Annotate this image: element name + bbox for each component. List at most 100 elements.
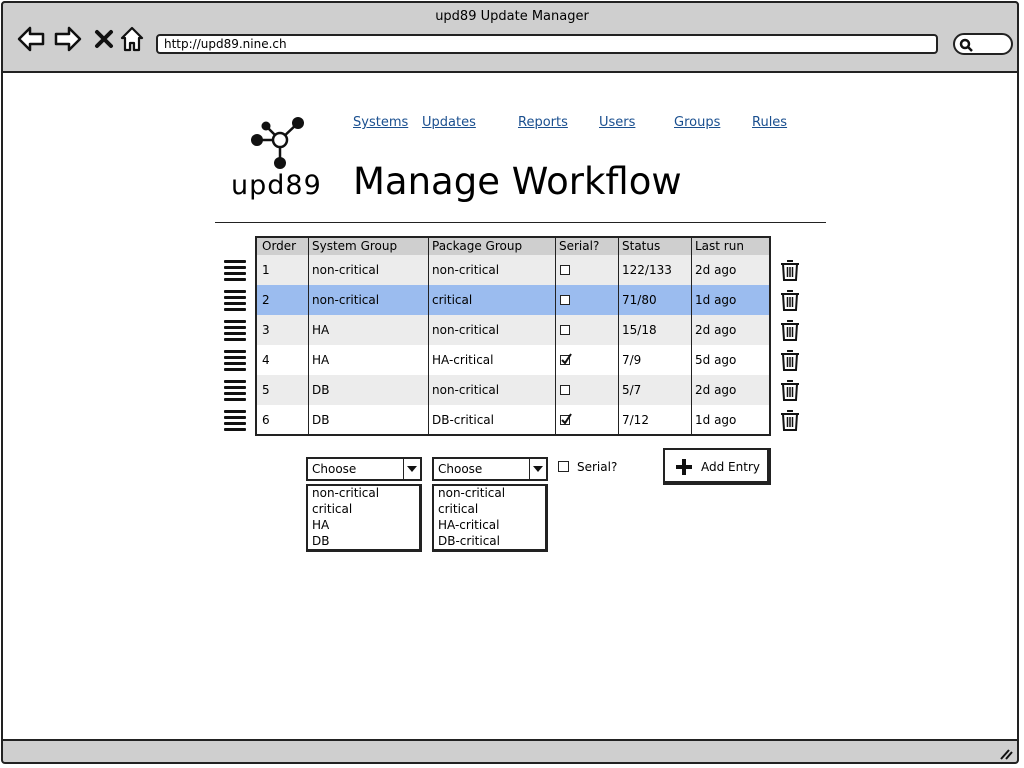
package-group-select-value: Choose	[438, 462, 483, 476]
cell-order: 3	[262, 323, 270, 337]
system-group-option[interactable]: HA	[312, 518, 330, 532]
home-icon[interactable]	[118, 25, 146, 53]
cell-last-run: 2d ago	[695, 263, 737, 277]
serial-row-checkbox[interactable]	[560, 385, 570, 395]
cell-status: 122/133	[622, 263, 672, 277]
url-input[interactable]: http://upd89.nine.ch	[156, 34, 938, 54]
nav-groups[interactable]: Groups	[674, 115, 721, 130]
table-header: Order System Group Package Group Serial?…	[257, 238, 769, 255]
trash-icon[interactable]	[780, 409, 800, 435]
cell-last-run: 5d ago	[695, 353, 737, 367]
system-group-select[interactable]: Choose	[306, 457, 422, 481]
chevron-down-icon[interactable]	[403, 459, 420, 479]
serial-checkbox-label: Serial?	[577, 460, 618, 474]
cell-package-group: DB-critical	[432, 413, 494, 427]
browser-search-input[interactable]	[953, 33, 1013, 55]
column-divider	[555, 238, 556, 434]
system-group-options: non-critical critical HA DB	[306, 484, 422, 552]
trash-icon[interactable]	[780, 379, 800, 405]
add-entry-label: Add Entry	[701, 460, 760, 474]
nav-rules[interactable]: Rules	[752, 115, 788, 130]
nav-updates[interactable]: Updates	[422, 115, 476, 130]
table-row[interactable]: 6 DB DB-critical 7/12 1d ago	[257, 405, 769, 435]
back-icon[interactable]	[17, 25, 45, 53]
column-divider	[618, 238, 619, 434]
nav-systems[interactable]: Systems	[353, 115, 409, 130]
header-divider	[215, 222, 826, 223]
header-last-run[interactable]: Last run	[695, 239, 744, 253]
header-system-group[interactable]: System Group	[312, 239, 398, 253]
serial-row-checkbox[interactable]	[560, 295, 570, 305]
serial-checkbox[interactable]	[558, 461, 569, 472]
cell-order: 1	[262, 263, 270, 277]
cell-status: 7/12	[622, 413, 649, 427]
cell-order: 6	[262, 413, 270, 427]
cell-order: 2	[262, 293, 270, 307]
system-group-select-value: Choose	[312, 462, 357, 476]
system-group-option[interactable]: critical	[312, 502, 353, 516]
cell-last-run: 1d ago	[695, 293, 737, 307]
package-group-option[interactable]: non-critical	[438, 486, 506, 500]
cell-last-run: 2d ago	[695, 323, 737, 337]
logo-icon	[251, 117, 304, 169]
system-group-option[interactable]: DB	[312, 534, 330, 548]
drag-handle-icon[interactable]	[224, 290, 246, 314]
package-group-select[interactable]: Choose	[432, 457, 548, 481]
package-group-option[interactable]: critical	[438, 502, 479, 516]
cell-system-group: HA	[312, 323, 330, 337]
nav-users[interactable]: Users	[599, 115, 636, 130]
trash-icon[interactable]	[780, 349, 800, 375]
cell-package-group: critical	[432, 293, 473, 307]
cell-order: 5	[262, 383, 270, 397]
drag-handle-icon[interactable]	[224, 350, 246, 374]
drag-handle-icon[interactable]	[224, 260, 246, 284]
forward-icon[interactable]	[54, 25, 82, 53]
cell-last-run: 1d ago	[695, 413, 737, 427]
package-group-option[interactable]: DB-critical	[438, 534, 500, 548]
serial-row-checkbox[interactable]	[560, 413, 572, 425]
add-entry-button[interactable]: Add Entry	[663, 448, 771, 485]
serial-row-checkbox[interactable]	[560, 325, 570, 335]
header-status[interactable]: Status	[622, 239, 661, 253]
cell-status: 71/80	[622, 293, 657, 307]
drag-handle-icon[interactable]	[224, 380, 246, 404]
drag-handle-icon[interactable]	[224, 410, 246, 434]
trash-icon[interactable]	[780, 319, 800, 345]
cell-system-group: DB	[312, 413, 330, 427]
header-package-group[interactable]: Package Group	[432, 239, 523, 253]
system-group-option[interactable]: non-critical	[312, 486, 380, 500]
chevron-down-icon[interactable]	[529, 459, 546, 479]
drag-handle-icon[interactable]	[224, 320, 246, 344]
column-divider	[308, 238, 309, 434]
cell-system-group: non-critical	[312, 263, 380, 277]
resize-grip-icon[interactable]	[999, 748, 1013, 760]
serial-row-checkbox[interactable]	[560, 265, 570, 275]
browser-toolbar: upd89 Update Manager http://upd89.nine.c…	[1, 1, 1019, 73]
column-divider	[691, 238, 692, 434]
cell-order: 4	[262, 353, 270, 367]
header-serial[interactable]: Serial?	[559, 239, 600, 253]
stop-icon[interactable]	[90, 25, 118, 53]
status-bar	[1, 739, 1019, 764]
trash-icon[interactable]	[780, 289, 800, 315]
plus-icon	[676, 459, 692, 475]
cell-status: 7/9	[622, 353, 642, 367]
package-group-options: non-critical critical HA-critical DB-cri…	[432, 484, 548, 552]
nav-reports[interactable]: Reports	[518, 115, 568, 130]
cell-system-group: HA	[312, 353, 330, 367]
workflow-table: Order System Group Package Group Serial?…	[255, 236, 771, 436]
table-row[interactable]: 1 non-critical non-critical 122/133 2d ago	[257, 255, 769, 285]
serial-row-checkbox[interactable]	[560, 353, 572, 365]
cell-last-run: 2d ago	[695, 383, 737, 397]
column-divider	[428, 238, 429, 434]
trash-icon[interactable]	[780, 259, 800, 285]
header-order[interactable]: Order	[262, 239, 297, 253]
package-group-option[interactable]: HA-critical	[438, 518, 500, 532]
logo-text: upd89	[231, 170, 322, 201]
cell-package-group: non-critical	[432, 263, 500, 277]
cell-system-group: DB	[312, 383, 330, 397]
